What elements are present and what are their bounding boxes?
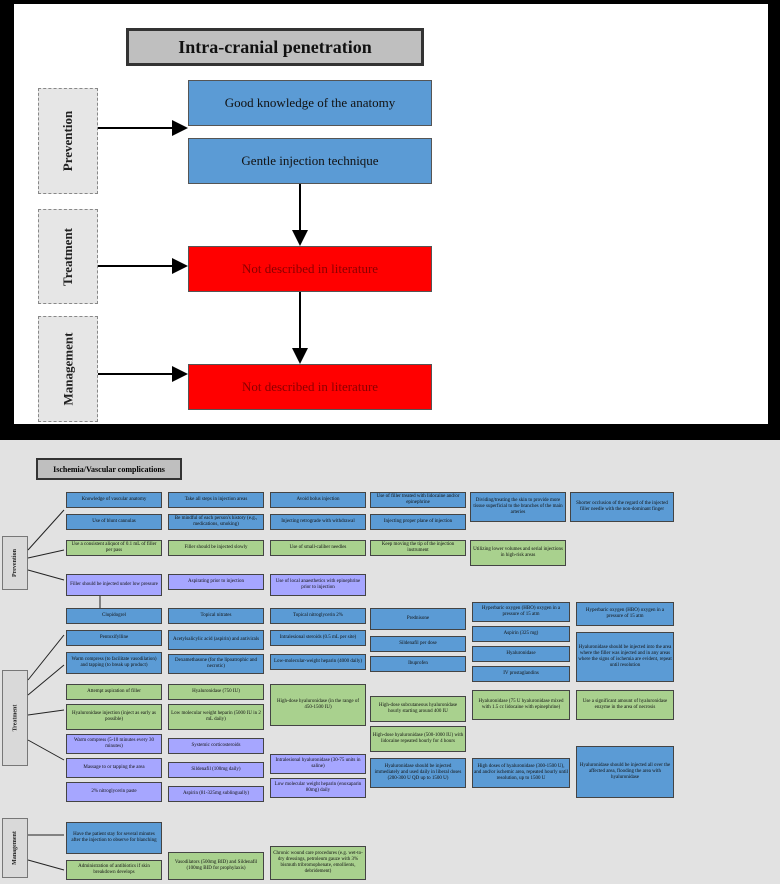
management-box: Not described in literature [188, 364, 432, 410]
treat-10: Low-molecular-weight heparin (4000 daily… [270, 654, 366, 670]
bottom-flowchart-panel: Ischemia/Vascular complications Preventi… [0, 440, 780, 884]
treat-1: Topical nitrates [168, 608, 264, 624]
prev-r1-5: Shorter occlusion of the regard of the i… [570, 492, 674, 522]
prev-r1-1: Take all steps in injection areas [168, 492, 264, 508]
treat-18: Hyaluronidase injection (inject as early… [66, 704, 162, 730]
prev-r4-2: Use of local anaesthetics with epinephri… [270, 574, 366, 596]
side-label-management: Management [38, 316, 98, 422]
treat-30: Aspirin (81-325mg sublingually) [168, 786, 264, 802]
pink-3: IV prostaglandins [472, 666, 570, 682]
pink-right: Hyaluronidase should be injected into th… [576, 632, 674, 682]
bottom-title: Ischemia/Vascular complications [36, 458, 182, 480]
top-title: Intra-cranial penetration [126, 28, 424, 66]
treat-21: Systemic corticosteroids [168, 738, 264, 754]
treat-7: Sildenafil per dose [370, 636, 466, 652]
prev-r1-4: Dividing/treating the skin to provide mo… [470, 492, 566, 522]
treat-8: Warm compress (to facilitate vasodilatio… [66, 652, 162, 674]
bottom-side-management: Management [2, 818, 28, 878]
prev-r2-3: Injecting proper plane of injection [370, 514, 466, 530]
treat-24: Sildenafil (100mg daily) [168, 762, 264, 778]
pink-1: Aspirin (325 mg) [472, 626, 570, 642]
treat-28: Hyaluronidase should be injected all ove… [576, 746, 674, 798]
prev-r3-3: Keep moving the tip of the injection ins… [370, 540, 466, 556]
prevention-technique-box: Gentle injection technique [188, 138, 432, 184]
top-connectors [98, 120, 308, 382]
mgmt-0: Have the patient stay for several minute… [66, 822, 162, 854]
prev-r1-2: Avoid bolus injection [270, 492, 366, 508]
treat-27: High doses of hyaluronidase (300-1500 U)… [472, 758, 570, 788]
treat-20: Warm compress (5-10 minutes every 30 min… [66, 734, 162, 754]
treat-22: High-dose hyaluronidase (500-1000 IU) wi… [370, 726, 466, 752]
treat-25: Intralesional hyaluronidase (30-75 units… [270, 754, 366, 774]
treatment-box: Not described in literature [188, 246, 432, 292]
treat-12: Attempt aspiration of filler [66, 684, 162, 700]
treat-19: Low molecular weight heparin (5000 IU in… [168, 704, 264, 730]
bottom-connectors [27, 509, 101, 871]
treat-31: Low molecular weight heparin (enoxaparin… [270, 778, 366, 798]
treat-4: Pentoxifylline [66, 630, 162, 646]
prev-r3-0: Use a consistent aliquot of 0.1 mL of fi… [66, 540, 162, 556]
treat-29: 2% nitroglycerin paste [66, 782, 162, 802]
prev-r3-1: Filler should be injected slowly [168, 540, 264, 556]
treat-2: Topical nitroglycerin 2% [270, 608, 366, 624]
top-flowchart-panel: Intra-cranial penetration Prevention Tre… [10, 0, 772, 428]
treat-15: High-dose subcutaneous hyaluronidase hou… [370, 696, 466, 722]
prev-r3-4: Utilizing lower volumes and serial injec… [470, 540, 566, 566]
treat-17: Use a significant amount of hyaluronidas… [576, 690, 674, 720]
treat-5: Acetylsalicylic acid (aspirin) and antiv… [168, 630, 264, 650]
prev-r4-1: Aspirating prior to injection [168, 574, 264, 590]
treat-0: Clopidogrel [66, 608, 162, 624]
pink-0: Hyperbaric oxygen (HBO) oxygen in a pres… [472, 602, 570, 622]
bottom-side-treatment: Treatment [2, 670, 28, 766]
prev-r2-0: Use of blunt cannulas [66, 514, 162, 530]
treat-16: Hyaluronidase (75 U hyaluronidase mixed … [472, 690, 570, 720]
prev-r4-0: Filler should be injected under low pres… [66, 574, 162, 596]
pink-right-top: Hyperbaric oxygen (HBO) oxygen in a pres… [576, 602, 674, 626]
treat-13: Hyaluronidase (750 IU) [168, 684, 264, 700]
bottom-side-prevention: Prevention [2, 536, 28, 590]
prev-r2-1: Be mindful of each person's history (e.g… [168, 514, 264, 530]
prevention-anatomy-box: Good knowledge of the anatomy [188, 80, 432, 126]
prev-r3-2: Use of small-caliber needles [270, 540, 366, 556]
treat-14: High-dose hyaluronidase (in the range of… [270, 684, 366, 726]
mgmt-3: Administration of antibiotics if skin br… [66, 860, 162, 880]
treat-23: Massage to or tapping the area [66, 758, 162, 778]
side-label-prevention: Prevention [38, 88, 98, 194]
treat-6: Intralesional steroids (0.5 mL per site) [270, 630, 366, 646]
mgmt-2: Chronic wound care procedures (e.g. wet-… [270, 846, 366, 880]
prev-r1-0: Knowledge of vascular anatomy [66, 492, 162, 508]
treat-3: Prednisone [370, 608, 466, 630]
treat-9: Dexamethasone (for the lipoatrophic and … [168, 654, 264, 674]
side-label-treatment: Treatment [38, 209, 98, 304]
prev-r1-3: Use of filler treated with lidocaine and… [370, 492, 466, 508]
treat-11: Ibuprofen [370, 656, 466, 672]
treat-26: Hyaluronidase should be injected immedia… [370, 758, 466, 788]
prev-r2-2: Injecting retrograde with withdrawal [270, 514, 366, 530]
pink-2: Hyaluronidase [472, 646, 570, 662]
mgmt-1: Vasodilators (500mg BID) and Sildenafil … [168, 852, 264, 880]
